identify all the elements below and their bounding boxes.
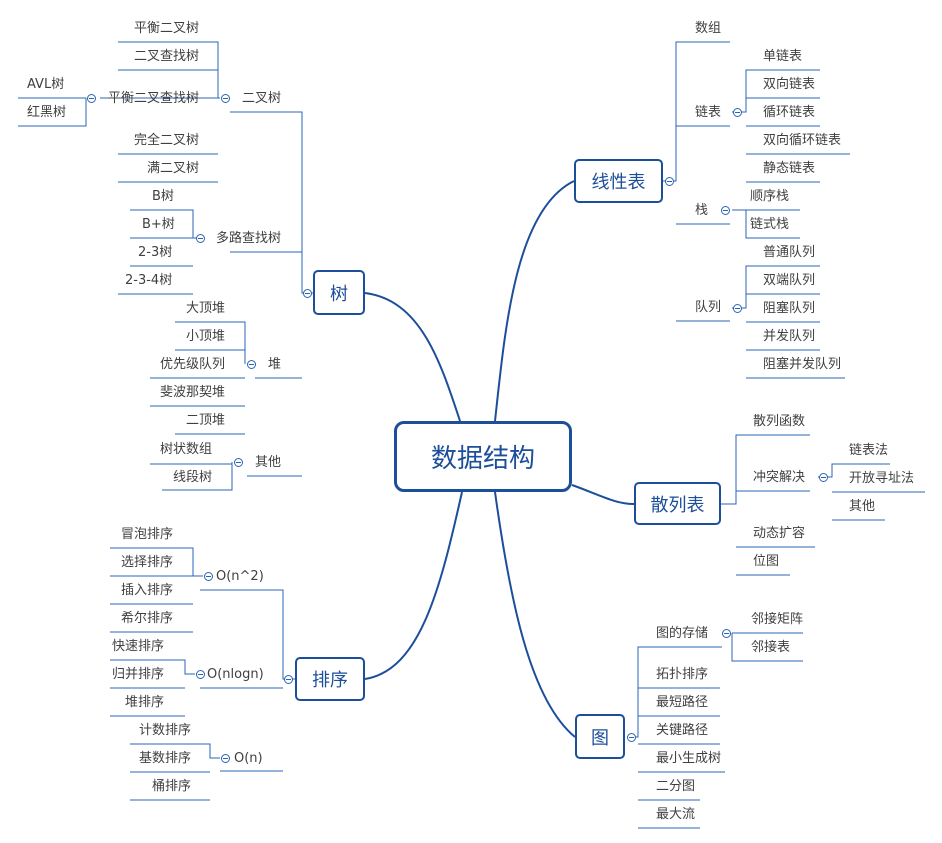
node-sort-n[interactable]: O(n) — [234, 751, 263, 766]
node-sort-n2-item[interactable]: 选择排序 — [121, 555, 174, 570]
node-bbst-item[interactable]: AVL树 — [27, 77, 65, 92]
tree-node[interactable]: 树 — [313, 270, 365, 315]
node-queue-item[interactable]: 阻塞队列 — [763, 301, 816, 316]
node-linked-list-item[interactable]: 双向循环链表 — [763, 133, 842, 148]
node-sort-nlogn-item[interactable]: 归并排序 — [112, 667, 165, 682]
collapse-toggle-icon[interactable] — [627, 733, 636, 742]
node-bitmap[interactable]: 位图 — [753, 554, 780, 569]
node-heap-item[interactable]: 大顶堆 — [186, 301, 226, 316]
collapse-toggle-icon[interactable] — [721, 206, 730, 215]
node-collision-item[interactable]: 其他 — [849, 499, 876, 514]
node-bbst-item[interactable]: 红黑树 — [27, 105, 67, 120]
node-array[interactable]: 数组 — [695, 21, 722, 36]
node-linked-list-item[interactable]: 双向链表 — [763, 77, 816, 92]
node-multiway-item[interactable]: 2-3树 — [138, 245, 173, 260]
node-dynamic-resize[interactable]: 动态扩容 — [753, 526, 806, 541]
collapse-toggle-icon[interactable] — [221, 754, 230, 763]
node-sort-n2-item[interactable]: 冒泡排序 — [121, 527, 174, 542]
node-hash-function[interactable]: 散列函数 — [753, 414, 806, 429]
node-binary-search-tree[interactable]: 二叉查找树 — [134, 49, 200, 64]
node-tree-other-item[interactable]: 线段树 — [173, 470, 213, 485]
collapse-toggle-icon[interactable] — [733, 108, 742, 117]
node-sort-n-item[interactable]: 基数排序 — [139, 751, 192, 766]
node-sort-n2[interactable]: O(n^2) — [216, 569, 264, 584]
collapse-toggle-icon[interactable] — [303, 289, 312, 298]
collapse-toggle-icon[interactable] — [665, 177, 674, 186]
collapse-toggle-icon[interactable] — [247, 360, 256, 369]
node-collision[interactable]: 冲突解决 — [753, 470, 806, 485]
node-sort-n-item[interactable]: 计数排序 — [139, 723, 192, 738]
node-sort-n2-item[interactable]: 插入排序 — [121, 583, 174, 598]
node-linked-list-item[interactable]: 静态链表 — [763, 161, 816, 176]
node-queue-item[interactable]: 阻塞并发队列 — [763, 357, 842, 372]
node-heap-item[interactable]: 二顶堆 — [186, 413, 226, 428]
node-graph-storage-item[interactable]: 邻接表 — [751, 640, 791, 655]
node-graph-storage[interactable]: 图的存储 — [656, 626, 709, 641]
node-heap-item[interactable]: 斐波那契堆 — [160, 385, 226, 400]
collapse-toggle-icon[interactable] — [204, 572, 213, 581]
node-graph-topic[interactable]: 最小生成树 — [656, 751, 722, 766]
node-sort-nlogn-item[interactable]: 快速排序 — [112, 639, 165, 654]
collapse-toggle-icon[interactable] — [87, 94, 96, 103]
node-sort-n2-item[interactable]: 希尔排序 — [121, 611, 174, 626]
node-balanced-bst[interactable]: 平衡二叉查找树 — [108, 91, 200, 106]
collapse-toggle-icon[interactable] — [819, 473, 828, 482]
node-sort-nlogn[interactable]: O(nlogn) — [207, 667, 264, 682]
node-tree-other[interactable]: 其他 — [255, 455, 282, 470]
node-collision-item[interactable]: 链表法 — [849, 443, 889, 458]
collapse-toggle-icon[interactable] — [284, 675, 293, 684]
node-graph-topic[interactable]: 拓扑排序 — [656, 667, 709, 682]
node-stack[interactable]: 栈 — [695, 203, 709, 218]
collapse-toggle-icon[interactable] — [722, 629, 731, 638]
node-binary-tree[interactable]: 二叉树 — [242, 91, 282, 106]
node-complete-binary-tree[interactable]: 完全二叉树 — [134, 133, 200, 148]
node-queue-item[interactable]: 普通队列 — [763, 245, 816, 260]
node-stack-item[interactable]: 链式栈 — [750, 217, 790, 232]
node-linked-list-item[interactable]: 单链表 — [763, 49, 803, 64]
node-stack-item[interactable]: 顺序栈 — [750, 189, 790, 204]
hash-table-node[interactable]: 散列表 — [634, 482, 721, 525]
node-graph-storage-item[interactable]: 邻接矩阵 — [751, 612, 804, 627]
collapse-toggle-icon[interactable] — [221, 94, 230, 103]
node-tree-other-item[interactable]: 树状数组 — [160, 442, 213, 457]
graph-node[interactable]: 图 — [575, 714, 625, 759]
node-heap[interactable]: 堆 — [268, 357, 282, 372]
node-queue-item[interactable]: 双端队列 — [763, 273, 816, 288]
node-sort-nlogn-item[interactable]: 堆排序 — [125, 695, 165, 710]
node-sort-n-item[interactable]: 桶排序 — [152, 779, 192, 794]
node-graph-topic[interactable]: 最短路径 — [656, 695, 709, 710]
node-full-binary-tree[interactable]: 满二叉树 — [147, 161, 200, 176]
collapse-toggle-icon[interactable] — [196, 670, 205, 679]
sort-node[interactable]: 排序 — [295, 657, 365, 701]
node-multiway-search-tree[interactable]: 多路查找树 — [216, 231, 282, 246]
node-heap-item[interactable]: 优先级队列 — [160, 357, 226, 372]
node-queue[interactable]: 队列 — [695, 300, 722, 315]
node-linked-list[interactable]: 链表 — [695, 105, 722, 120]
node-graph-topic[interactable]: 关键路径 — [656, 723, 709, 738]
node-balanced-binary-tree[interactable]: 平衡二叉树 — [134, 21, 200, 36]
node-multiway-item[interactable]: B+树 — [142, 217, 175, 232]
collapse-toggle-icon[interactable] — [733, 304, 742, 313]
node-graph-topic[interactable]: 最大流 — [656, 807, 696, 822]
node-multiway-item[interactable]: B树 — [152, 189, 174, 204]
root-node[interactable]: 数据结构 — [394, 421, 572, 492]
node-linked-list-item[interactable]: 循环链表 — [763, 105, 816, 120]
node-collision-item[interactable]: 开放寻址法 — [849, 471, 915, 486]
collapse-toggle-icon[interactable] — [196, 234, 205, 243]
node-multiway-item[interactable]: 2-3-4树 — [125, 273, 173, 288]
linear-list-node[interactable]: 线性表 — [574, 159, 663, 203]
node-heap-item[interactable]: 小顶堆 — [186, 329, 226, 344]
collapse-toggle-icon[interactable] — [234, 458, 243, 467]
node-queue-item[interactable]: 并发队列 — [763, 329, 816, 344]
node-graph-topic[interactable]: 二分图 — [656, 779, 696, 794]
